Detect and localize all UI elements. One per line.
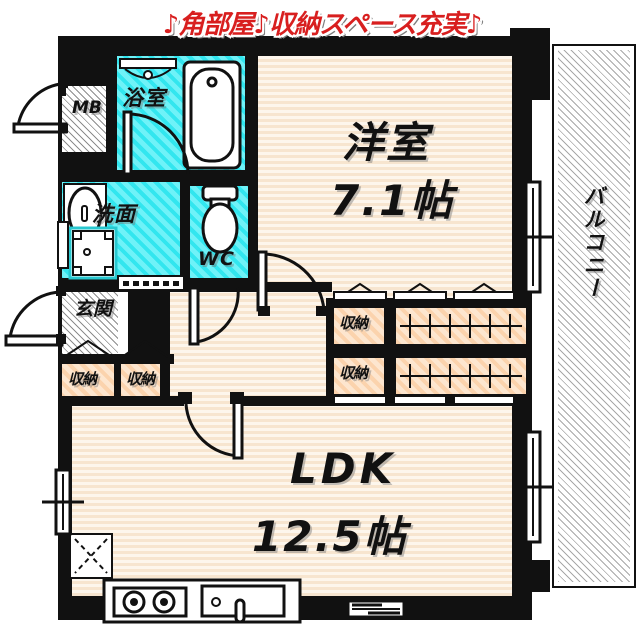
ldk-south-window[interactable] (346, 598, 406, 620)
balcony-floor (558, 50, 630, 582)
toilet-icon (198, 184, 242, 256)
washing-machine-icon (68, 226, 118, 280)
toilet-door[interactable] (188, 286, 250, 350)
kitchen-sink-icon (200, 584, 286, 624)
bedroom-floor (256, 56, 512, 296)
ldk-door[interactable] (178, 392, 278, 462)
wc-wall-left (180, 176, 190, 288)
gas-stove-2burner-icon (112, 586, 188, 618)
ldk-floor (72, 404, 512, 600)
closet-bedroom-lower-left[interactable] (334, 358, 384, 394)
ldk-west-window[interactable] (42, 468, 84, 536)
balcony-window-top[interactable] (512, 180, 552, 294)
closet-bedroom-doors-top (332, 282, 528, 301)
bathroom-door[interactable] (122, 110, 190, 178)
bedroom-wall-left (250, 44, 258, 178)
balcony-window-bottom[interactable] (512, 430, 552, 544)
closet-rod-lower-icon (400, 362, 522, 390)
entrance-floor (62, 292, 118, 354)
ldk-wall-top-left (58, 396, 184, 406)
closet-bedroom-doors-bottom (332, 395, 528, 406)
bathtub-icon (182, 60, 242, 170)
washroom-sliding-door[interactable] (117, 275, 185, 291)
closet-rod-upper-icon (400, 312, 522, 340)
kitchen-counter (102, 578, 302, 624)
wall-hall-top (160, 284, 262, 292)
bath-wall-left (105, 50, 117, 182)
promo-banner-text: ♪角部屋♪収納スペース充実♪ (161, 8, 485, 42)
hall-door[interactable] (256, 250, 328, 316)
corridor-wall-right (256, 282, 332, 292)
closet-row-divider (328, 344, 530, 358)
corridor-floor (170, 284, 260, 408)
entrance-door[interactable] (4, 286, 68, 352)
mb-wall-bottom (58, 152, 110, 162)
wc-wall-right (248, 176, 258, 288)
closet-entry-1[interactable] (62, 364, 114, 398)
meter-box-floor (62, 86, 106, 154)
wc-wall-top (180, 176, 258, 186)
inner-wall-corridor-left (160, 284, 170, 406)
refrigerator-space-icon (69, 533, 113, 579)
inner-wall-left-upper (58, 36, 66, 96)
closet-entry-open-marker-1 (62, 339, 114, 358)
shower-mirror-icon (119, 58, 177, 88)
meter-box-door[interactable] (12, 79, 74, 142)
washroom-window (57, 221, 69, 269)
bath-tub-divider (178, 50, 182, 56)
closet-bedroom-upper-left[interactable] (334, 308, 384, 344)
entry-closet-divider (114, 356, 121, 404)
entry-hall-strip (118, 292, 128, 354)
closet-entry-open-marker-2 (120, 339, 170, 358)
